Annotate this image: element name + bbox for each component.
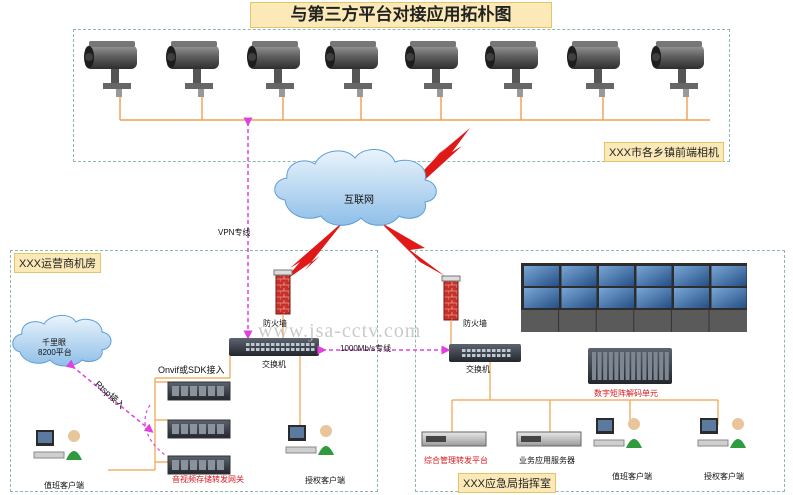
workstation-duty-right bbox=[593, 418, 642, 448]
workstation-duty-left bbox=[33, 430, 82, 460]
matrix-decoder-graphic bbox=[588, 348, 672, 384]
matrix-label: 数字矩阵解码单元 bbox=[594, 389, 658, 398]
auth-client-right-label: 授权客户端 bbox=[704, 472, 744, 481]
camera-6 bbox=[485, 41, 538, 97]
internet-label: 互联网 bbox=[344, 195, 374, 206]
onvif-label: Onvif或SDK接入 bbox=[158, 365, 225, 375]
camera-7 bbox=[567, 41, 620, 97]
command-zone bbox=[415, 250, 785, 492]
switch-right-label: 交换机 bbox=[466, 365, 490, 374]
command-zone-label: XXX应急局指挥室 bbox=[458, 473, 557, 493]
watermark: www.jsa-cctv.com bbox=[258, 320, 422, 342]
operator-workstations bbox=[33, 418, 746, 460]
duty-client-right-label: 值班客户端 bbox=[612, 472, 652, 481]
camera-3 bbox=[247, 41, 300, 97]
workstation-auth-left bbox=[285, 425, 334, 455]
app-server-label: 业务应用服务器 bbox=[519, 456, 575, 465]
camera-2 bbox=[166, 41, 219, 97]
platform-cloud bbox=[12, 315, 112, 367]
workstation-auth-right bbox=[697, 418, 746, 448]
vpn-label: VPN专线 bbox=[218, 228, 251, 237]
operator-zone-label: XXX运营商机房 bbox=[14, 253, 102, 273]
storage-label: 音视频存储转发网关 bbox=[172, 475, 244, 484]
auth-client-left-label: 授权客户端 bbox=[305, 476, 345, 485]
storage-server-stack bbox=[167, 381, 231, 475]
switch-left-graphic bbox=[229, 338, 319, 356]
switch-right-graphic bbox=[449, 344, 521, 362]
camera-1 bbox=[84, 41, 137, 97]
firewall-right-label: 防火墙 bbox=[463, 319, 487, 328]
firewall-right-graphic bbox=[441, 275, 461, 321]
device-links bbox=[108, 314, 719, 471]
switch-left-label: 交换机 bbox=[262, 360, 286, 369]
duty-client-left-label: 值班客户端 bbox=[44, 481, 84, 490]
operator-zone bbox=[10, 250, 378, 492]
camera-8 bbox=[651, 41, 704, 97]
storage-feed-link bbox=[144, 404, 166, 456]
rtsp-link bbox=[65, 359, 154, 433]
camera-4 bbox=[325, 41, 378, 97]
camera-bus-lines bbox=[119, 95, 710, 121]
camera-zone-label: XXX市各乡镇前端相机 bbox=[604, 142, 725, 162]
camera-row bbox=[84, 41, 704, 97]
forward-platform-graphic bbox=[421, 431, 487, 447]
internet-cloud bbox=[274, 149, 437, 226]
firewall-left-label: 防火墙 bbox=[263, 319, 287, 328]
camera-5 bbox=[405, 41, 458, 97]
video-wall bbox=[521, 263, 747, 332]
gigabit-label: 1000Mb/s专线 bbox=[340, 344, 392, 353]
forward-platform-label: 综合管理转发平台 bbox=[424, 456, 488, 465]
platform-label-2: 8200平台 bbox=[38, 348, 72, 357]
app-server-graphic bbox=[516, 431, 582, 447]
diagram-title: 与第三方平台对接应用拓朴图 bbox=[250, 2, 552, 28]
firewall-left-graphic bbox=[273, 269, 293, 315]
platform-label-1: 千里眼 bbox=[42, 338, 66, 347]
